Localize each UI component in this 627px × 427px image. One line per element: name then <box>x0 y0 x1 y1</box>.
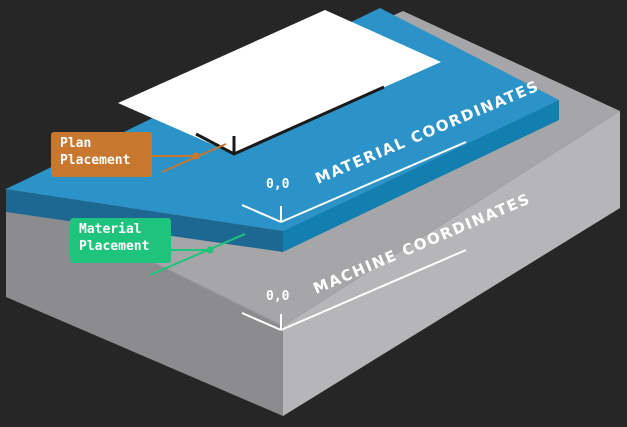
plan-placement-leader <box>150 143 227 173</box>
machine-origin-label: 0,0 <box>266 289 290 304</box>
material-origin-label: 0,0 <box>266 177 290 192</box>
material-placement-leader <box>149 233 246 276</box>
machine-bed-right-face <box>283 111 620 416</box>
plan-leader-dot <box>192 152 200 160</box>
plan-placement-callout: Plan Placement <box>51 132 152 177</box>
machine-x-axis <box>280 249 467 331</box>
material-leader-dot <box>206 246 214 254</box>
placeplan-paper <box>118 10 441 154</box>
material-y-axis <box>241 204 282 223</box>
material-offset-line <box>149 233 246 276</box>
machine-y-axis <box>241 312 282 331</box>
material-right-face <box>283 100 559 252</box>
material-placement-callout: Material Placement <box>70 218 171 263</box>
material-x-axis <box>280 141 467 223</box>
